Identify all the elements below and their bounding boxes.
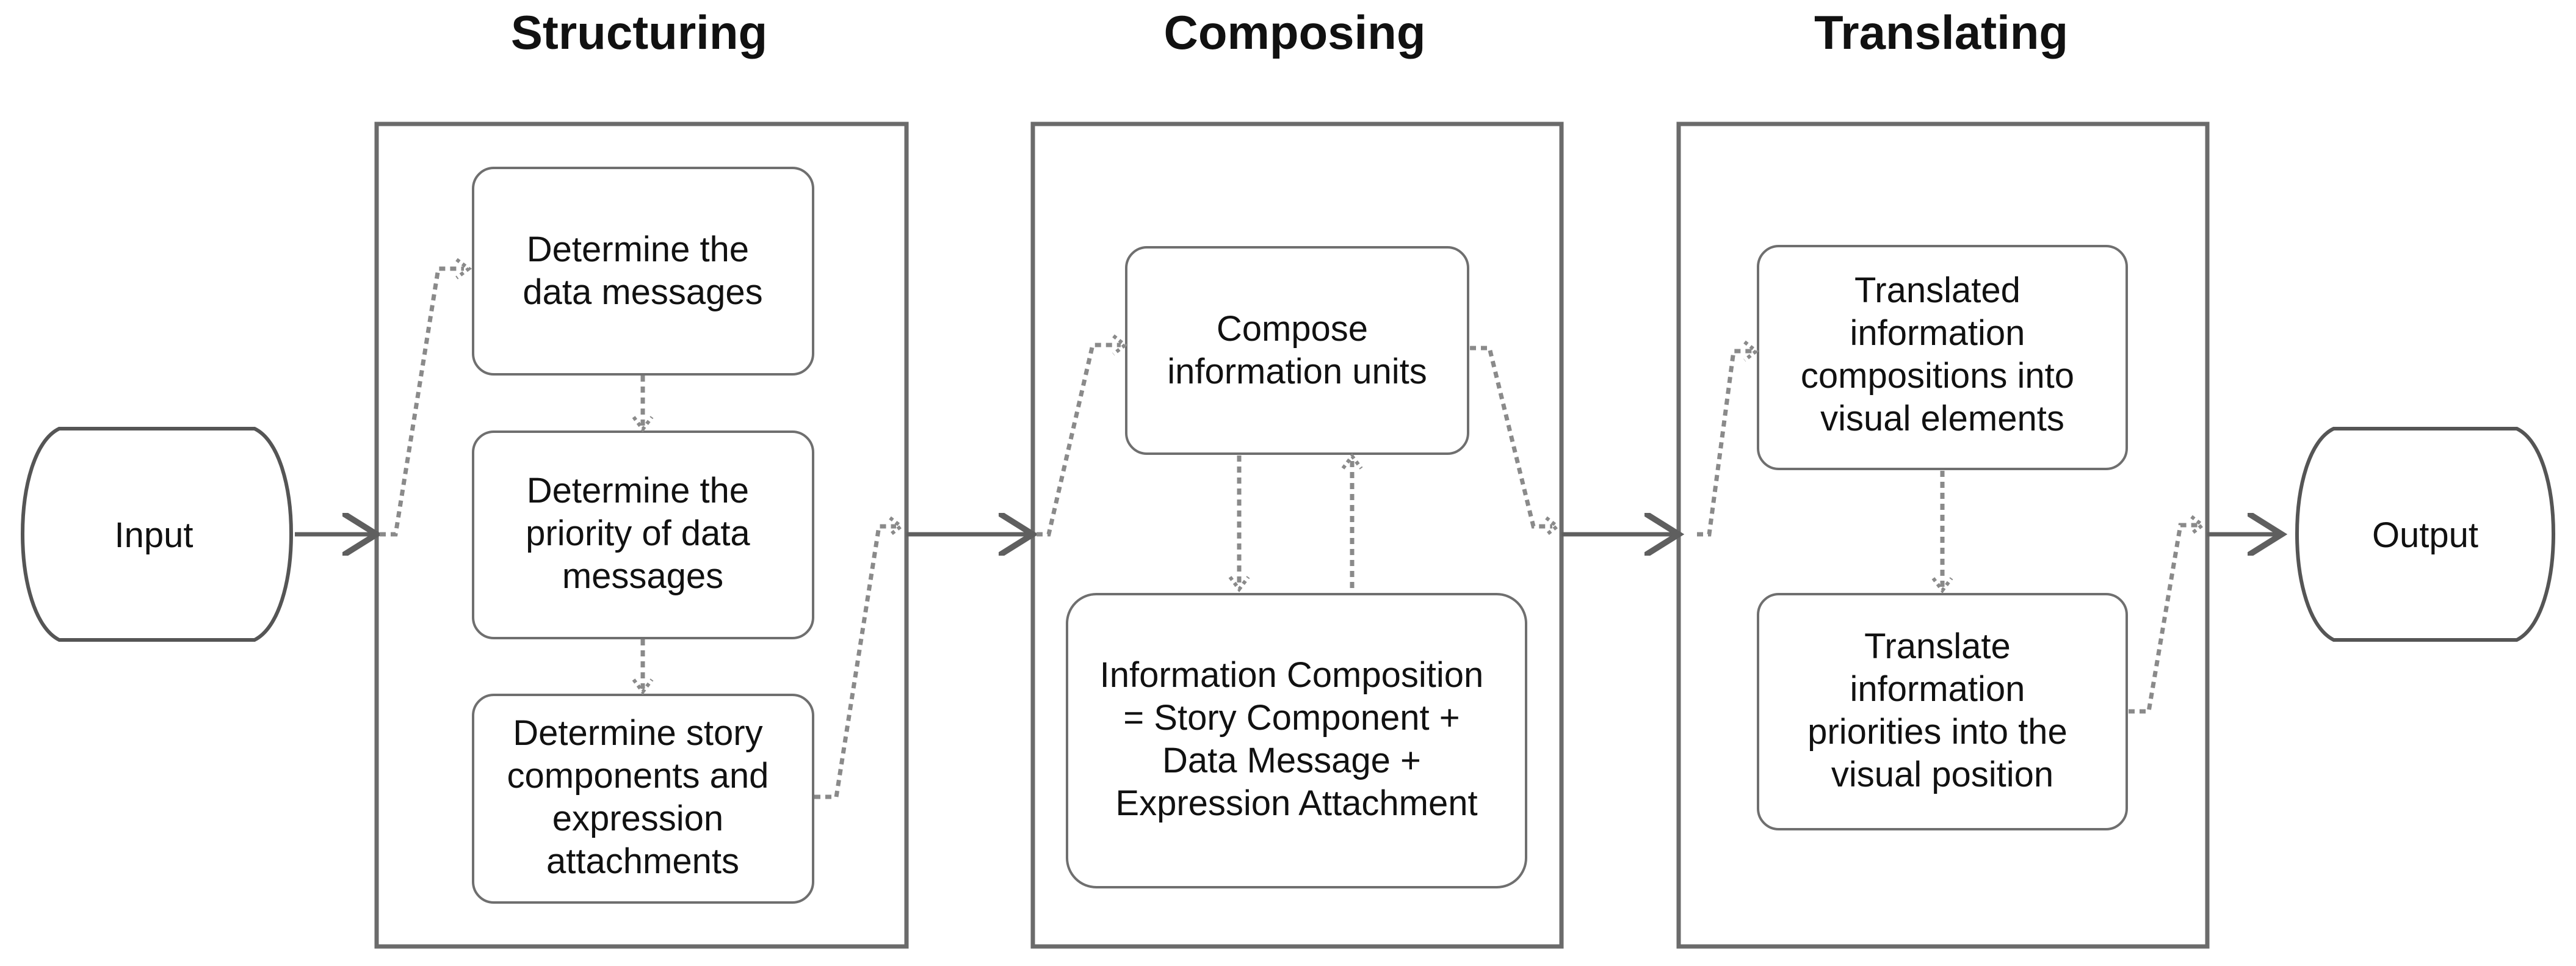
box-compose-information-units (1125, 246, 1469, 455)
dotted-arrowhead-translated-to-translate (1931, 577, 1953, 594)
box-translate-priorities (1757, 593, 2128, 830)
dotted-arrowhead-exit-composing (1545, 516, 1560, 537)
stage-title-composing: Composing (1164, 5, 1426, 59)
box-information-composition (1066, 593, 1527, 888)
dotted-arrowhead-exit-structuring (889, 516, 904, 537)
input-terminal (21, 427, 293, 642)
dotted-arrow-exit-translating (2129, 523, 2198, 714)
dotted-arrowhead-entry-composing (1112, 334, 1128, 356)
dotted-arrowhead-box2-to-box3 (632, 678, 654, 695)
box-determine-data-messages (472, 167, 814, 376)
box-determine-story-components (472, 694, 814, 904)
dotted-arrow-entry-structuring (380, 266, 464, 537)
input-label: Input (115, 515, 194, 555)
dotted-arrowhead-exit-translating (2190, 515, 2205, 536)
output-terminal (2295, 427, 2555, 642)
dotted-arrowhead-entry-structuring (455, 258, 472, 280)
dotted-arrowhead-composition-to-compose (1341, 453, 1363, 470)
box-compose-information-units-label: Compose information units (1167, 309, 1427, 391)
stage-title-structuring: Structuring (511, 5, 767, 59)
box-determine-priority-label: Determine the priority of data messages (526, 471, 760, 596)
dotted-arrowhead-entry-translating (1743, 340, 1759, 362)
dotted-arrow-exit-structuring (814, 524, 896, 799)
box-information-composition-label: Information Composition = Story Componen… (1100, 655, 1494, 823)
box-determine-story-components-label: Determine story components and expressio… (507, 713, 779, 881)
dotted-arrow-exit-composing (1470, 346, 1552, 529)
box-translate-priorities-label: Translate information priorities into th… (1807, 626, 2077, 794)
dotted-arrowhead-compose-to-composition (1228, 576, 1250, 592)
box-determine-data-messages-label: Determine the data messages (523, 230, 762, 312)
box-translated-compositions-label: Translated information compositions into… (1801, 271, 2084, 438)
stage-title-translating: Translating (1814, 5, 2068, 59)
dotted-arrowhead-box1-to-box2 (632, 416, 654, 432)
box-translated-compositions (1757, 245, 2128, 470)
dotted-arrow-entry-translating (1697, 349, 1752, 537)
output-label: Output (2372, 515, 2478, 555)
dotted-arrow-entry-composing (1037, 343, 1121, 537)
